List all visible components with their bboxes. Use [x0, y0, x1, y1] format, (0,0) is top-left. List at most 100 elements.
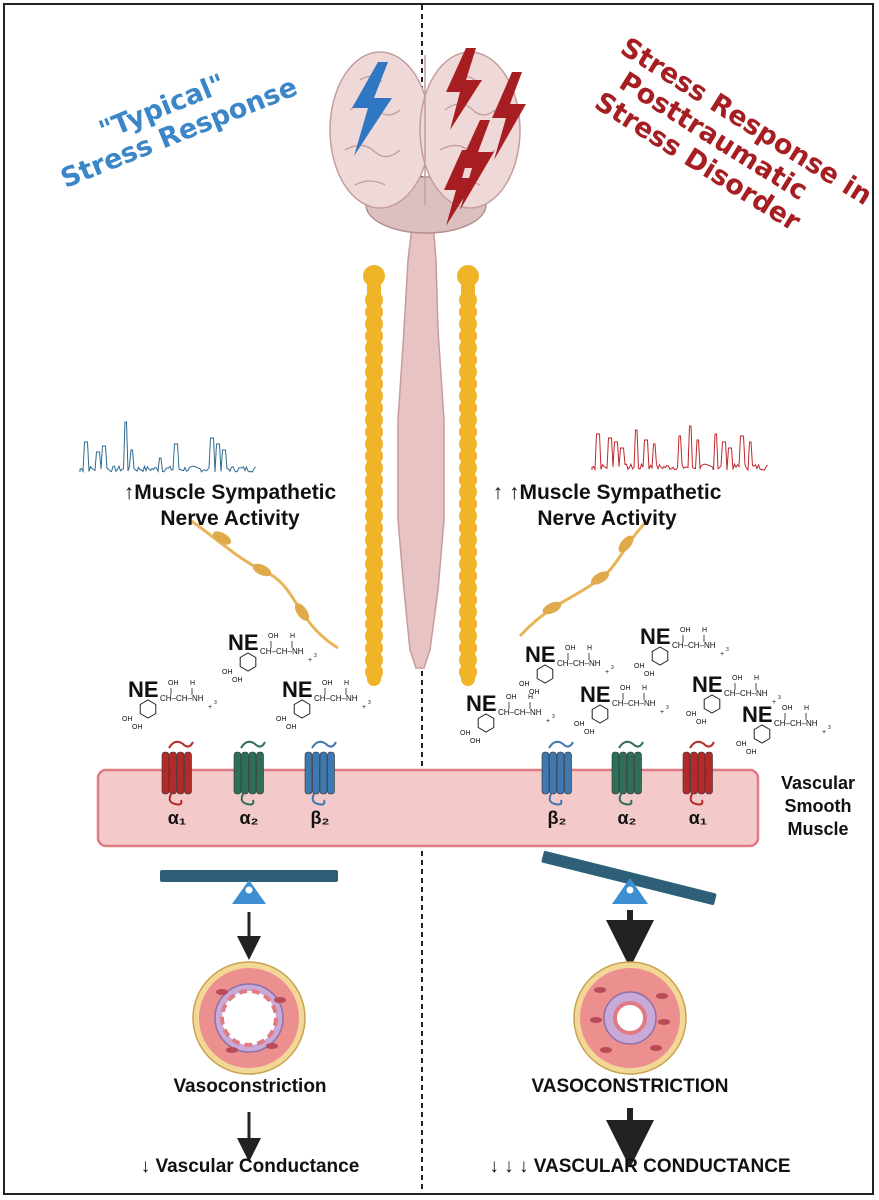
- svg-text:+: +: [362, 704, 366, 711]
- svg-text:H: H: [804, 705, 809, 712]
- msna-arrows-left: ↑: [123, 481, 135, 504]
- svg-text:OH: OH: [529, 689, 540, 696]
- msna-line1-right: Muscle Sympathetic: [519, 481, 722, 504]
- membrane-label-line1: Vascular: [780, 773, 856, 793]
- svg-text:OH: OH: [736, 741, 747, 748]
- spinal-cord-icon: [397, 209, 445, 669]
- svg-text:+: +: [208, 704, 212, 711]
- svg-text:OH: OH: [680, 627, 691, 634]
- msna-arrows-right: ↑ ↑: [492, 481, 520, 504]
- svg-text:OH: OH: [565, 645, 576, 652]
- msna-line2-right: Nerve Activity: [537, 507, 677, 530]
- conductance-left: ↓ Vascular Conductance: [85, 1156, 415, 1178]
- svg-text:H: H: [290, 633, 295, 640]
- svg-text:3: 3: [552, 714, 555, 720]
- svg-text:+: +: [822, 729, 826, 736]
- svg-text:OH: OH: [782, 705, 793, 712]
- svg-text:CH–CH–NH: CH–CH–NH: [774, 719, 818, 728]
- svg-text:H: H: [642, 685, 647, 692]
- svg-text:CH–CH–NH: CH–CH–NH: [724, 689, 768, 698]
- ne-label: NE: [692, 672, 723, 697]
- figure-border: [3, 3, 874, 1195]
- nerve-fiber-icon: [518, 518, 650, 638]
- conductance-text-left: Vascular Conductance: [155, 1156, 360, 1177]
- svg-text:H: H: [587, 645, 592, 652]
- membrane-label-line3: Muscle: [787, 819, 849, 839]
- svg-text:H: H: [528, 694, 533, 701]
- nerve-fiber-icon: [189, 518, 339, 650]
- receptor-icon: [161, 740, 194, 806]
- svg-text:OH: OH: [232, 677, 243, 684]
- svg-text:OH: OH: [122, 716, 133, 723]
- conductance-text-right: VASCULAR CONDUCTANCE: [533, 1156, 791, 1177]
- svg-text:CH–CH–NH: CH–CH–NH: [260, 647, 304, 656]
- svg-text:OH: OH: [286, 724, 297, 731]
- ne-label: NE: [128, 677, 159, 702]
- receptor-label: β₂: [548, 808, 567, 828]
- lightning-icon: [352, 62, 392, 156]
- svg-text:3: 3: [726, 647, 729, 653]
- svg-text:H: H: [344, 680, 349, 687]
- receptor-label: β₂: [311, 808, 330, 828]
- svg-text:3: 3: [214, 700, 217, 706]
- ne-label: NE: [228, 630, 259, 655]
- msna-trace-right: [591, 425, 768, 472]
- svg-text:OH: OH: [268, 633, 279, 640]
- svg-text:OH: OH: [746, 749, 757, 756]
- svg-text:CH–CH–NH: CH–CH–NH: [498, 708, 542, 717]
- brain-icon: [329, 51, 521, 234]
- msna-trace-left: [79, 421, 256, 474]
- svg-text:3: 3: [666, 705, 669, 711]
- receptor-icon: [611, 740, 644, 806]
- conductance-right: ↓ ↓ ↓ VASCULAR CONDUCTANCE: [440, 1156, 840, 1178]
- svg-text:OH: OH: [222, 669, 233, 676]
- svg-text:OH: OH: [732, 675, 743, 682]
- svg-text:3: 3: [368, 700, 371, 706]
- svg-text:3: 3: [314, 653, 317, 659]
- receptor-label: α₁: [689, 808, 708, 828]
- lightning-icon: [446, 48, 482, 130]
- svg-text:OH: OH: [276, 716, 287, 723]
- conductance-arrows-left: ↓: [140, 1156, 151, 1177]
- receptor-icon: [541, 740, 574, 806]
- ne-label: NE: [282, 677, 313, 702]
- vascular-smooth-muscle-membrane: [96, 768, 760, 848]
- svg-text:OH: OH: [168, 680, 179, 687]
- svg-text:H: H: [702, 627, 707, 634]
- ne-label: NE: [525, 642, 556, 667]
- svg-text:CH–CH–NH: CH–CH–NH: [557, 659, 601, 668]
- sympathetic-chain-left: [363, 265, 385, 686]
- membrane-label-line2: Smooth: [784, 796, 852, 816]
- svg-text:CH–CH–NH: CH–CH–NH: [672, 641, 716, 650]
- ne-label: NE: [580, 682, 611, 707]
- receptor-label: α₂: [239, 808, 258, 828]
- seesaw-icon-right: [541, 851, 717, 905]
- svg-text:CH–CH–NH: CH–CH–NH: [314, 694, 358, 703]
- ne-label: NE: [742, 702, 773, 727]
- svg-text:H: H: [754, 675, 759, 682]
- svg-text:+: +: [772, 699, 776, 706]
- msna-line2-left: Nerve Activity: [160, 507, 300, 530]
- outcome-left: Vasoconstriction: [173, 1076, 327, 1097]
- svg-text:OH: OH: [470, 738, 481, 745]
- membrane-label: Vascular Smooth Muscle: [768, 772, 868, 841]
- conductance-arrows-right: ↓ ↓ ↓: [489, 1156, 529, 1177]
- seesaw-icon-left: [160, 870, 338, 904]
- svg-text:OH: OH: [322, 680, 333, 687]
- svg-text:3: 3: [828, 725, 831, 731]
- receptor-icon: [304, 740, 337, 806]
- svg-text:H: H: [190, 680, 195, 687]
- receptor-icon: [682, 740, 715, 806]
- vessel-icon-right: [573, 961, 687, 1075]
- svg-text:OH: OH: [584, 729, 595, 736]
- svg-text:3: 3: [611, 665, 614, 671]
